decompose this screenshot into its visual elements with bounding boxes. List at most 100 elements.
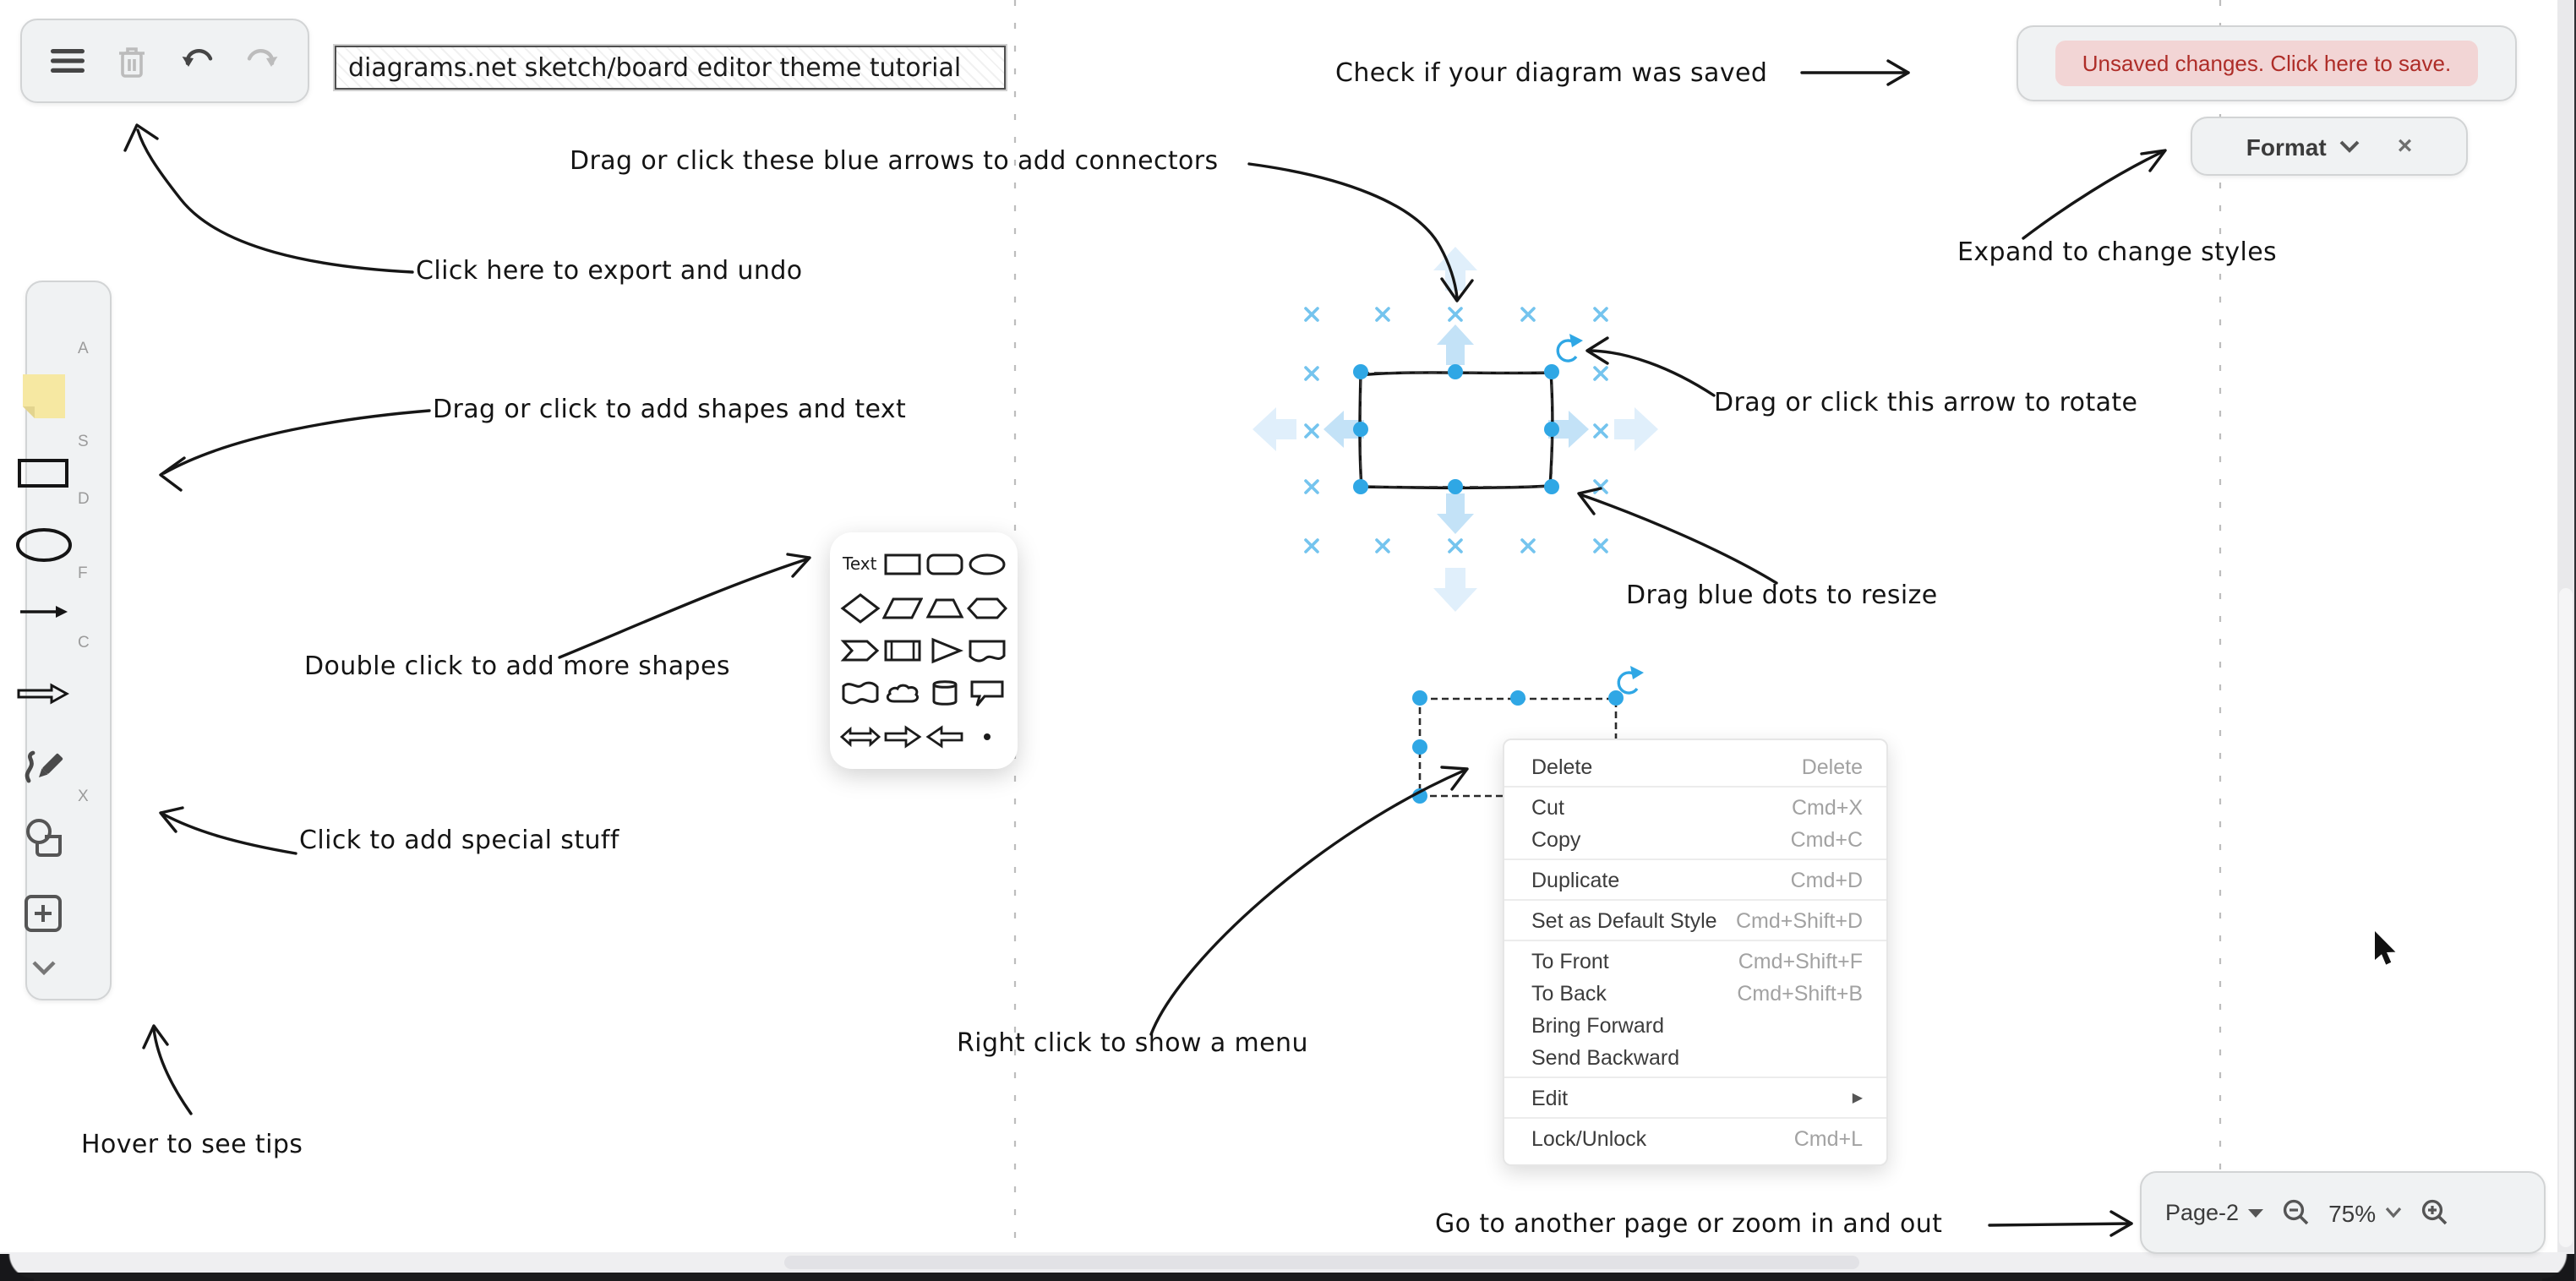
shortcut-f: F [78, 564, 88, 583]
sidebar-item-ellipse[interactable] [0, 527, 86, 563]
menu-divider [1504, 859, 1886, 860]
picker-parallelogram[interactable] [881, 594, 923, 621]
main-toolbar [20, 19, 309, 103]
rotate-handle-icon[interactable] [1556, 334, 1583, 362]
sidebar-item-insert[interactable] [0, 894, 86, 933]
picker-callout[interactable] [968, 679, 1008, 708]
horizontal-scrollbar-thumb[interactable] [784, 1256, 1859, 1269]
redo-icon[interactable] [240, 39, 284, 83]
menu-divider [1504, 940, 1886, 941]
menu-item-bring-forward[interactable]: Bring Forward [1531, 1013, 1664, 1037]
zoom-in-icon[interactable] [2420, 1198, 2448, 1227]
picker-arrow-left[interactable] [925, 723, 965, 750]
close-icon[interactable]: × [2397, 132, 2413, 161]
annotation-context-menu: Right click to show a menu [957, 1028, 1308, 1058]
picker-arrow-right[interactable] [882, 723, 923, 750]
menu-item-send-backward[interactable]: Send Backward [1531, 1045, 1680, 1069]
menu-shortcut: Cmd+L [1793, 1126, 1863, 1150]
picker-dot[interactable] [968, 723, 1008, 750]
shape-palette-sidebar [25, 281, 112, 1000]
unsaved-changes-button[interactable]: Unsaved changes. Click here to save. [2055, 41, 2478, 86]
shortcut-x: X [78, 788, 89, 806]
selected-shape-1[interactable] [1253, 247, 1658, 612]
sketch-rectangle[interactable] [1357, 370, 1554, 490]
picker-trapezoid[interactable] [925, 594, 965, 621]
sidebar-item-shapes[interactable] [0, 818, 86, 859]
menu-shortcut: Cmd+Shift+B [1737, 981, 1863, 1005]
mouse-cursor-icon [2373, 929, 2397, 966]
sidebar-item-block-arrow[interactable] [0, 683, 86, 705]
connector-arrows-far[interactable] [1253, 247, 1658, 612]
annotation-tips: Hover to see tips [81, 1129, 303, 1159]
annotation-special: Click to add special stuff [299, 825, 619, 855]
block-arrow-icon [17, 683, 69, 705]
picker-step[interactable] [839, 637, 880, 664]
menu-divider [1504, 1077, 1886, 1078]
trash-icon[interactable] [111, 39, 155, 83]
window-corner-bottom-left [0, 1254, 34, 1281]
sidebar-item-arrow-line[interactable] [0, 600, 86, 624]
annotation-expand-styles: Expand to change styles [1957, 237, 2278, 267]
selection-outline [1360, 372, 1553, 488]
menu-divider [1504, 899, 1886, 901]
picker-tape[interactable] [839, 680, 880, 707]
picker-rounded-rectangle[interactable] [925, 551, 965, 578]
picker-text-item[interactable]: Text [843, 555, 877, 575]
arrow-line-icon [19, 606, 67, 618]
picker-hexagon[interactable] [967, 594, 1008, 621]
menu-item-edit[interactable]: Edit▶ [1531, 1086, 1863, 1109]
sidebar-item-rectangle[interactable] [0, 458, 86, 488]
window-bottom-edge [0, 1273, 2576, 1281]
picker-cloud[interactable] [882, 680, 923, 707]
picker-process[interactable] [882, 637, 923, 664]
sidebar-item-note[interactable] [0, 373, 86, 419]
vertical-scrollbar-thumb[interactable] [2558, 588, 2572, 1247]
window-right-edge [2573, 0, 2576, 1281]
window-corner-bottom-right [2542, 1254, 2576, 1281]
zoom-out-icon[interactable] [2281, 1198, 2310, 1227]
picker-rectangle[interactable] [882, 551, 923, 578]
chevron-down-icon[interactable] [2340, 139, 2360, 153]
page-selector[interactable]: Page-2 [2165, 1200, 2263, 1225]
shape-picker-popup: Text [830, 532, 1018, 769]
picker-ellipse[interactable] [968, 551, 1008, 578]
picker-cylinder[interactable] [925, 679, 965, 709]
sticky-note-icon [22, 374, 64, 418]
annotation-more-shapes: Double click to add more shapes [304, 651, 730, 681]
chevron-down-icon [31, 961, 55, 975]
menu-shortcut: Cmd+X [1791, 795, 1863, 819]
picker-document[interactable] [968, 637, 1008, 664]
menu-icon[interactable] [46, 39, 90, 83]
freehand-pen-icon [25, 750, 63, 783]
sidebar-item-expand-more[interactable] [0, 960, 86, 975]
annotation-saved: Check if your diagram was saved [1335, 57, 1768, 88]
resize-handles[interactable] [1353, 364, 1559, 494]
rotate-handle-icon-2[interactable] [1617, 666, 1644, 695]
menu-divider [1504, 1117, 1886, 1119]
zoom-level-selector[interactable]: 75% [2328, 1199, 2401, 1226]
picker-double-arrow[interactable] [839, 723, 881, 750]
format-label[interactable]: Format [2246, 133, 2327, 160]
shortcut-a: A [78, 340, 89, 358]
sidebar-item-freehand[interactable] [0, 745, 86, 788]
undo-icon[interactable] [175, 39, 219, 83]
picker-triangle[interactable] [925, 637, 965, 664]
picker-diamond[interactable] [839, 592, 880, 624]
ellipse-icon [15, 528, 71, 562]
connection-point-crosses[interactable] [1304, 307, 1608, 553]
menu-shortcut: Cmd+Shift+F [1738, 949, 1863, 973]
shortcut-d: D [78, 490, 90, 509]
diagram-title-input[interactable]: diagrams.net sketch/board editor theme t… [335, 46, 1006, 90]
triangle-down-icon [2247, 1208, 2263, 1217]
connector-arrows-near[interactable] [1323, 324, 1589, 534]
